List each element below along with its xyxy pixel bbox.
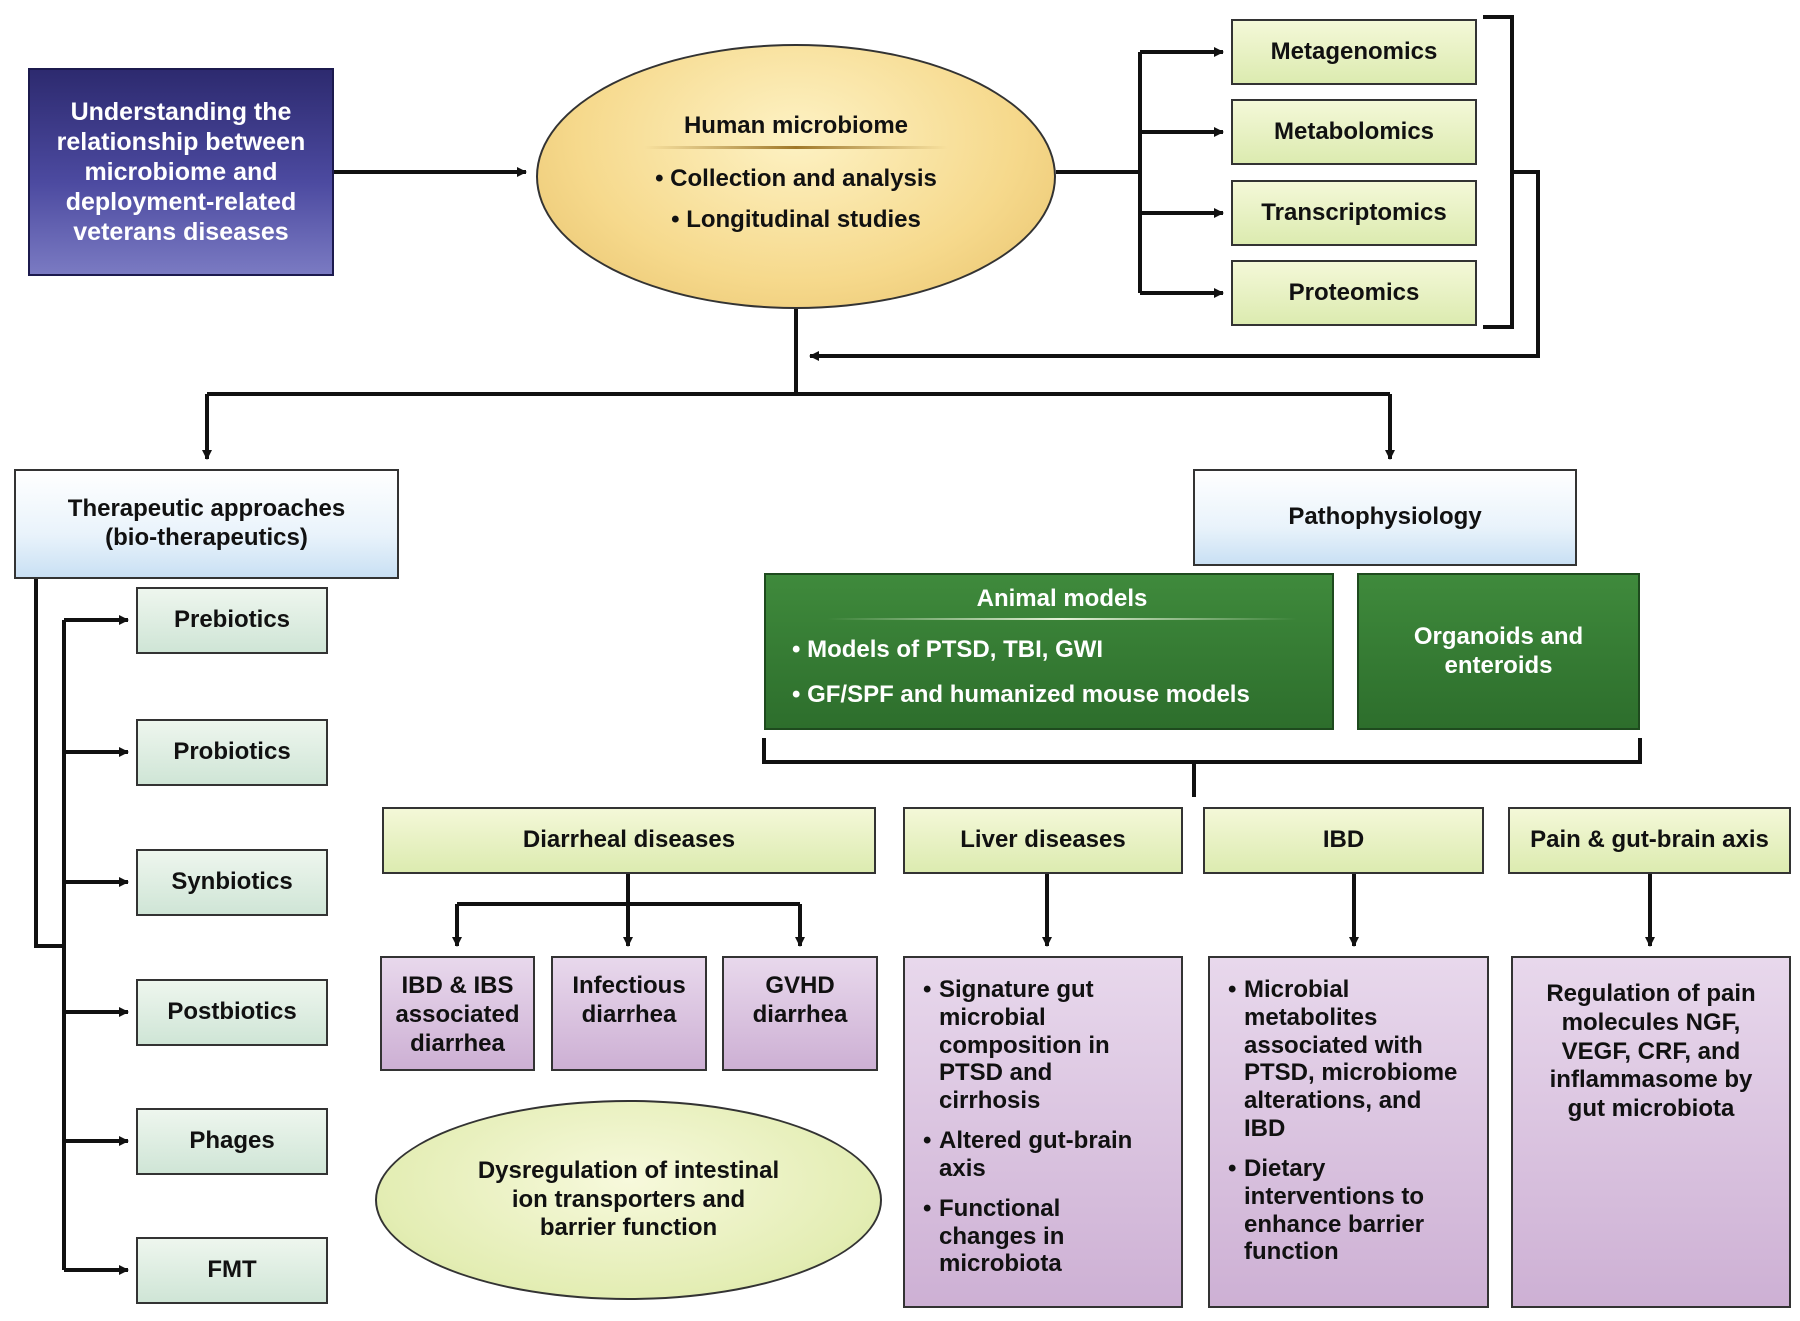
therapeutic-subtitle: (bio-therapeutics) [105,524,308,551]
omics-metagenomics: Metagenomics [1231,19,1477,85]
human-microbiome-node: Human microbiome • Collection and analys… [536,44,1056,309]
omics-transcriptomics: Transcriptomics [1231,180,1477,246]
human-microbiome-item: • Longitudinal studies [671,205,921,233]
human-microbiome-item: • Collection and analysis [655,165,937,193]
animal-models-box: Animal models • Models of PTSD, TBI, GWI… [764,573,1334,730]
therapy-item-probiotics: Probiotics [136,719,328,786]
omics-proteomics: Proteomics [1231,260,1477,326]
animal-models-item: • Models of PTSD, TBI, GWI [792,636,1104,664]
organoids-line: Organoids and [1413,622,1584,650]
therapy-item-synbiotics: Synbiotics [136,849,328,916]
intro-box: Understanding the relationship between m… [28,68,334,276]
category-pain: Pain & gut-brain axis [1508,807,1791,874]
organoids-line: enteroids [1444,651,1553,679]
animal-models-title: Animal models [826,585,1297,620]
category-ibd: IBD [1203,807,1484,874]
pathophysiology-title: Pathophysiology [1288,503,1482,531]
therapy-item-fmt: FMT [136,1237,328,1304]
category-diarrheal: Diarrheal diseases [382,807,876,874]
human-microbiome-title: Human microbiome [643,112,949,149]
organoids-box: Organoids and enteroids [1357,573,1640,730]
therapeutic-title: Therapeutic approaches [67,495,346,523]
category-liver: Liver diseases [903,807,1183,874]
therapy-item-prebiotics: Prebiotics [136,587,328,654]
intro-text: Understanding the relationship between m… [56,98,306,246]
therapy-item-postbiotics: Postbiotics [136,979,328,1046]
animal-models-item: • GF/SPF and humanized mouse models [792,680,1250,708]
therapeutic-approaches-box: Therapeutic approaches (bio-therapeutics… [14,469,399,579]
therapy-item-phages: Phages [136,1108,328,1175]
pathophysiology-box: Pathophysiology [1193,469,1577,566]
omics-metabolomics: Metabolomics [1231,99,1477,165]
